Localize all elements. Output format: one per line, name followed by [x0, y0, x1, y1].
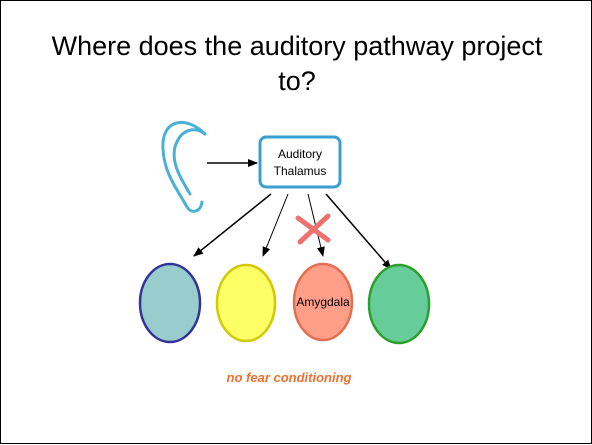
arrow-to-green-circle [325, 193, 392, 270]
thalamus-label-line2: Thalamus [274, 164, 327, 178]
slide-title: Where does the auditory pathway project … [51, 31, 543, 96]
caption-no-fear-conditioning: no fear conditioning [227, 370, 352, 385]
amygdala-circle [292, 262, 354, 342]
teal-circle [138, 262, 202, 344]
arrow-to-yellow-circle [262, 193, 289, 257]
thalamus-label-line1: Auditory [278, 147, 322, 161]
arrow-to-teal-circle [193, 193, 272, 257]
x-mark-icon [295, 213, 331, 245]
auditory-thalamus-box: Auditory Thalamus [258, 135, 342, 189]
yellow-circle [215, 263, 277, 343]
amygdala-label: Amygdala [296, 295, 350, 309]
green-circle [367, 263, 431, 345]
ear-icon [161, 120, 207, 213]
